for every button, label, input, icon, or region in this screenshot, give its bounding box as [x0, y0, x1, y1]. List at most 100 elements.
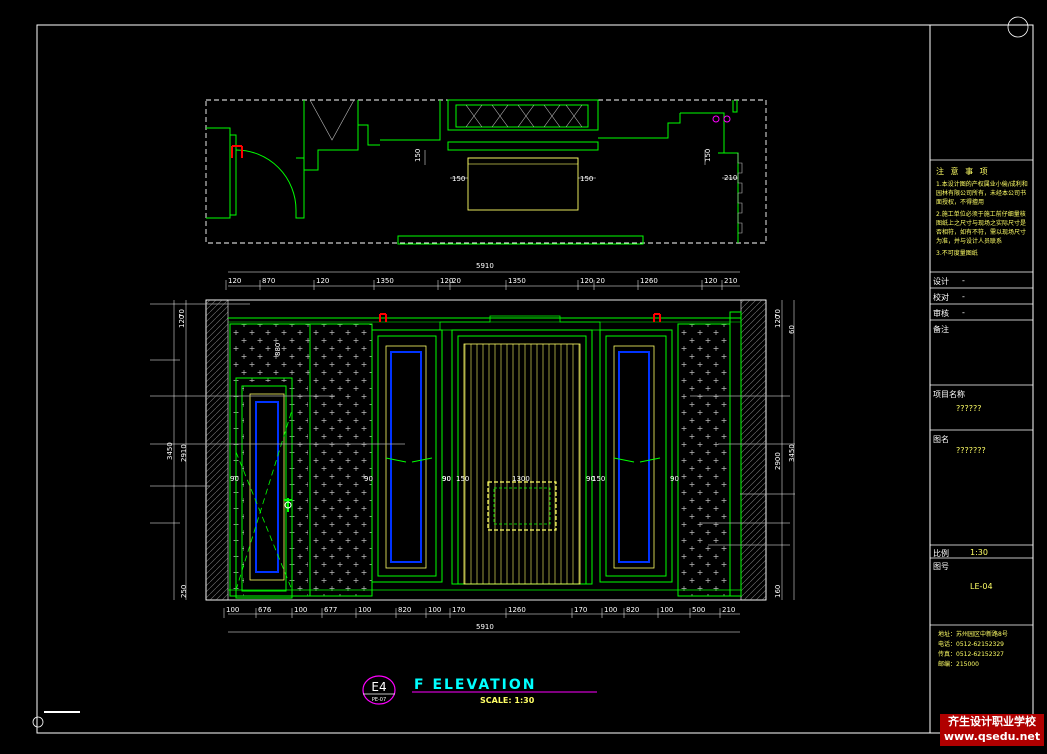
- top-dim-6: 1350: [508, 277, 526, 285]
- address-line-1: 地址：苏州园区中新路8号: [938, 631, 1008, 638]
- top-dim-10: 120: [704, 277, 717, 285]
- design-value: -: [962, 276, 965, 285]
- address-line-2: 电话：0512-62152329: [938, 641, 1004, 648]
- bottom-dim-8: 1260: [508, 606, 526, 614]
- project-value: ??????: [956, 404, 982, 413]
- plan-dim-left: 150: [414, 149, 422, 162]
- bottom-dim-14: 210: [722, 606, 735, 614]
- design-label: 设计: [933, 277, 949, 286]
- bottom-dim-1: 676: [258, 606, 272, 614]
- top-dim-0: 120: [228, 277, 241, 285]
- remarks-label: 备注: [933, 325, 949, 334]
- left-dim-1: 70: [178, 309, 186, 318]
- mid-dim-9: 880: [274, 343, 282, 356]
- top-dim-3: 1350: [376, 277, 394, 285]
- bottom-dim-texts: 100 676 100 677 100 820 100 170 1260 170 100 820 100…: [226, 606, 735, 614]
- top-dim-2: 120: [316, 277, 329, 285]
- right-dim-4: 3450: [788, 444, 796, 462]
- left-dim-0: 120: [178, 315, 186, 328]
- mid-dim-0: 90: [230, 475, 239, 483]
- review-value: -: [962, 308, 965, 317]
- project-label: 项目名称: [933, 390, 965, 399]
- note-2: 2.施工单位必须于施工前仔细量核图纸上之尺寸与现场之实际尺寸是否相符，如有不符，…: [936, 211, 1027, 245]
- note-3: 3.不可度量图纸: [936, 250, 978, 257]
- left-dim-4: 250: [180, 585, 188, 598]
- bottom-dim-5: 820: [398, 606, 411, 614]
- bottom-dim-2: 100: [294, 606, 307, 614]
- bottom-dim-4: 100: [358, 606, 371, 614]
- bottom-dim-13: 500: [692, 606, 705, 614]
- plan-dim-right: 150: [704, 149, 712, 162]
- right-dim-1: 70: [774, 309, 782, 318]
- title-block-grid: [930, 159, 1033, 626]
- mid-dim-6: 90: [670, 475, 679, 483]
- plan-view: 150 150 150 150 210: [205, 99, 767, 245]
- bubble-bottom: PE-07: [372, 697, 386, 703]
- mid-dim-2: 90: [442, 475, 451, 483]
- right-dim-3: 2900: [774, 452, 782, 470]
- bottom-dim-10: 100: [604, 606, 617, 614]
- review-label: 审核: [933, 309, 949, 318]
- right-dim-5: 160: [774, 585, 782, 598]
- top-dim-7: 120: [580, 277, 593, 285]
- bottom-dimensions: [223, 608, 740, 633]
- overall-top-dim: 5910: [476, 262, 494, 270]
- right-dim-0: 120: [774, 315, 782, 328]
- side-dimensions: [173, 300, 795, 600]
- watermark: 齐生设计职业学校 www.qsedu.net: [940, 714, 1044, 746]
- plan-dim-1: 150: [452, 175, 465, 183]
- top-dim-8: 20: [596, 277, 605, 285]
- bottom-dim-0: 100: [226, 606, 239, 614]
- scale-label: 比例: [933, 549, 949, 558]
- mid-dim-5: 90: [586, 475, 595, 483]
- elevation-title-text: F ELEVATION: [414, 677, 537, 693]
- top-dim-11: 210: [724, 277, 737, 285]
- address-line-4: 邮编：215000: [938, 661, 979, 668]
- overall-bottom-dim: 5910: [476, 623, 494, 631]
- watermark-line1: 齐生设计职业学校: [948, 715, 1036, 728]
- notes-block: 1.本设计图的产权属业小偷/成利和园林有限公司所有，未经本公司书面授权，不得擅用…: [936, 180, 1028, 261]
- scale-text: SCALE: 1:30: [480, 696, 535, 705]
- address-line-3: 传真：0512-62152327: [938, 651, 1004, 658]
- bottom-dim-12: 100: [660, 606, 673, 614]
- plan-dim-3: 210: [724, 174, 737, 182]
- watermark-line2: www.qsedu.net: [943, 730, 1041, 743]
- top-dim-1: 870: [262, 277, 275, 285]
- mid-dim-1: 90: [364, 475, 373, 483]
- note-1: 1.本设计图的产权属业小偷/成利和园林有限公司所有，未经本公司书面授权，不得擅用: [936, 181, 1028, 206]
- address-block: 地址：苏州园区中新路8号 电话：0512-62152329 传真：0512-62…: [938, 630, 1034, 670]
- mid-dim-3: 90: [442, 475, 451, 483]
- top-dimensions: [225, 271, 740, 290]
- bottom-dim-11: 820: [626, 606, 639, 614]
- left-dim-2: 3450: [166, 442, 174, 460]
- check-label: 校对: [933, 293, 949, 302]
- check-value: -: [962, 292, 965, 301]
- right-dim-2: 60: [788, 325, 796, 334]
- drawing-name-label: 图名: [933, 435, 949, 444]
- mid-dim-7: 150: [456, 475, 469, 483]
- mid-dim-8: 150: [592, 475, 605, 483]
- top-dim-4: 120: [440, 277, 453, 285]
- bubble-top: E4: [371, 680, 386, 694]
- notes-title: 注 意 事 项: [936, 167, 990, 176]
- bottom-dim-7: 170: [452, 606, 465, 614]
- sheet-border: [36, 24, 1034, 734]
- drawing-name-value: ???????: [956, 446, 986, 455]
- top-dim-9: 1260: [640, 277, 658, 285]
- bottom-dim-9: 170: [574, 606, 587, 614]
- top-dim-5: 20: [452, 277, 461, 285]
- drawing-no-label: 图号: [933, 562, 949, 571]
- elevation-view: [150, 299, 795, 601]
- bottom-dim-6: 100: [428, 606, 441, 614]
- scale-value: 1:30: [970, 548, 988, 557]
- bottom-dim-3: 677: [324, 606, 337, 614]
- left-dim-3: 2910: [180, 444, 188, 462]
- elevation-title: E4 PE-07 F ELEVATION SCALE: 1:30: [362, 675, 597, 705]
- plan-dim-2: 150: [580, 175, 593, 183]
- mid-dim-4: 1300: [512, 475, 530, 483]
- drawing-no-value: LE-04: [970, 582, 993, 591]
